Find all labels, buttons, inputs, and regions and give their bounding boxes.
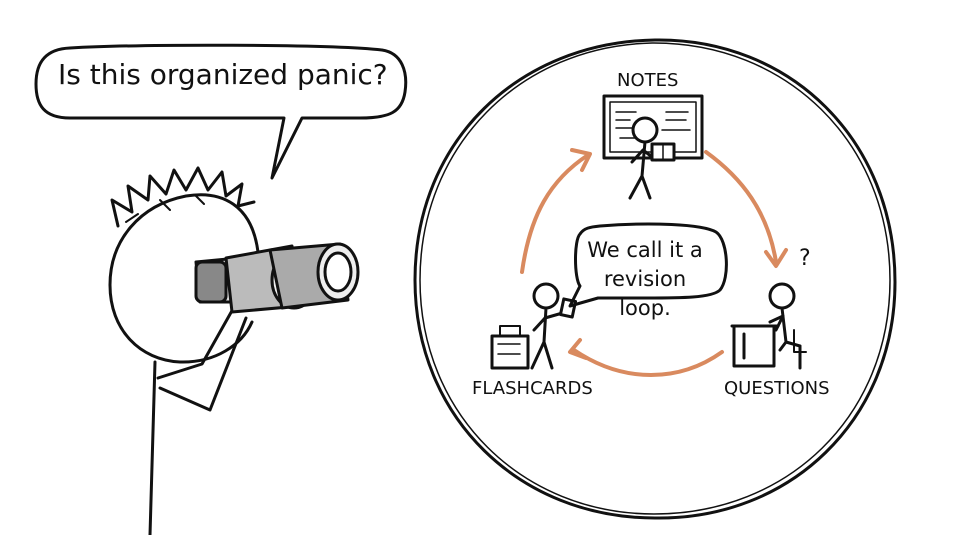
binoculars-icon bbox=[194, 242, 360, 314]
flashcards-label: FLASHCARDS bbox=[472, 378, 593, 399]
questions-figure-head bbox=[768, 282, 796, 310]
chair-icon bbox=[793, 329, 807, 369]
arrowhead-notes bbox=[570, 148, 592, 172]
observer-hair-icon bbox=[110, 166, 256, 228]
question-mark-icon: ? bbox=[799, 246, 811, 271]
notes-board-figure bbox=[602, 94, 704, 200]
arrowhead-flashcards bbox=[568, 338, 588, 360]
arrow-flashcards-to-notes bbox=[520, 153, 590, 274]
desk-icon-left bbox=[490, 334, 530, 370]
speech-inner-line2: revision loop. bbox=[603, 267, 687, 320]
flashcards-figure-head bbox=[532, 282, 560, 310]
desk-icon-right bbox=[732, 324, 776, 368]
cycle-arrows bbox=[520, 148, 788, 377]
speech-bubble-left bbox=[34, 43, 408, 180]
observer-arm-back bbox=[156, 298, 240, 380]
questions-figure-desk bbox=[730, 282, 807, 370]
arrow-questions-to-flashcards bbox=[572, 348, 724, 377]
notes-figure-head bbox=[631, 116, 659, 144]
arrow-notes-to-questions bbox=[704, 150, 778, 264]
view-circle bbox=[413, 38, 897, 520]
speech-left-text: Is this organized panic? bbox=[58, 58, 388, 91]
observer-body bbox=[148, 360, 157, 535]
speech-inner-text: We call it a revision loop. bbox=[586, 236, 704, 323]
observer-arm-front bbox=[158, 316, 248, 412]
flashcards-figure-desk bbox=[490, 282, 578, 370]
notes-label: NOTES bbox=[617, 70, 679, 91]
arrowhead-questions bbox=[764, 248, 788, 268]
card-stack-icon bbox=[499, 325, 521, 337]
stick-figure-observer bbox=[108, 166, 260, 535]
speech-inner-line1: We call it a bbox=[587, 238, 703, 262]
speech-bubble-inner bbox=[568, 222, 728, 308]
questions-label: QUESTIONS bbox=[724, 378, 830, 399]
observer-head bbox=[108, 193, 260, 364]
